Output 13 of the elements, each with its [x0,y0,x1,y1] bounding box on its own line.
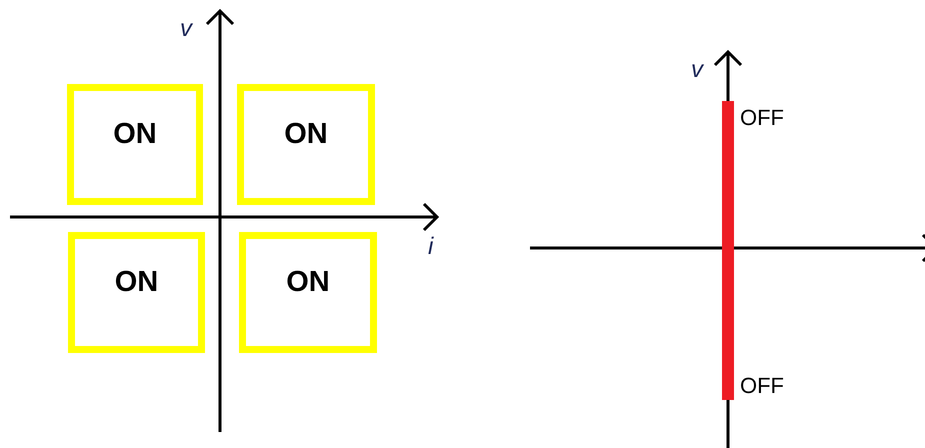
state-label: OFF [740,107,784,129]
state-label: OFF [740,375,784,397]
state-text: ON [286,268,330,297]
state-text: ON [284,120,328,149]
state-box [67,84,203,205]
state-text: ON [113,120,157,149]
state-text: ON [114,268,158,297]
state-box [239,232,377,353]
state-box [68,232,205,353]
axis-label: i [428,235,434,259]
axis-label: v [691,58,703,82]
axis-label: v [180,17,192,41]
state-box [237,84,375,205]
